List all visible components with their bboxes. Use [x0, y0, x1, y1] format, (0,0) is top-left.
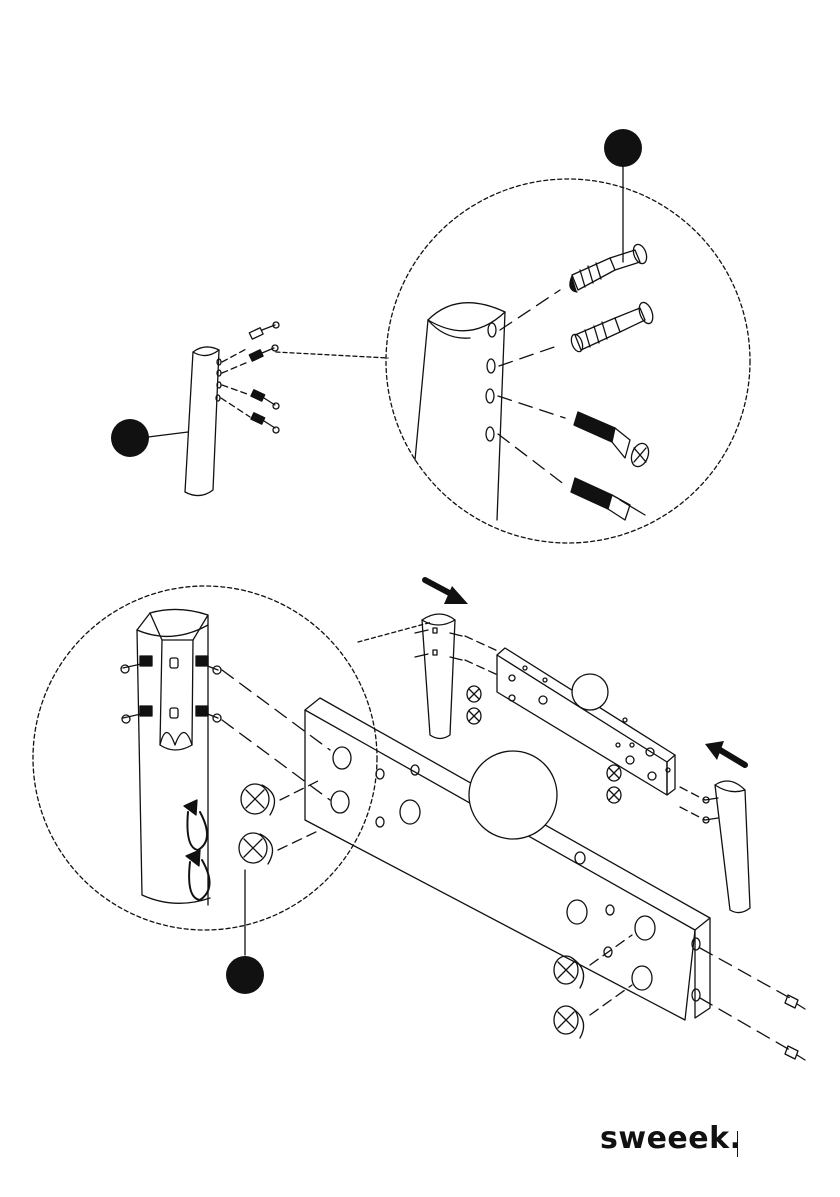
- rotate-arrow-icon: [186, 850, 210, 900]
- insert-arrow-icon: [705, 741, 745, 765]
- callout-bottom: [226, 870, 264, 994]
- cam-bolt-large: [571, 478, 645, 520]
- brand-divider: [737, 1131, 738, 1157]
- small-bolt: [251, 413, 279, 433]
- callout-left: [111, 419, 188, 457]
- cam-lock: [467, 708, 481, 724]
- leg-small-right: [680, 781, 750, 913]
- callout-top: [604, 129, 642, 262]
- small-bolt: [249, 322, 279, 339]
- small-bolt: [121, 656, 152, 673]
- cam-lock: [241, 784, 275, 815]
- cam-lock: [607, 787, 621, 803]
- cam-bolt-large: [570, 243, 649, 292]
- cam-lock: [554, 1006, 584, 1038]
- cam-lock: [607, 765, 621, 781]
- leg-small-bottom: [415, 614, 500, 739]
- cam-bolt-large: [569, 301, 655, 354]
- small-bolt: [249, 345, 278, 361]
- zoom-detail-circle-bottom: [33, 586, 377, 930]
- small-bolt: [122, 706, 152, 723]
- rail-board-large: [305, 698, 710, 1020]
- cam-lock: [239, 833, 273, 864]
- cam-lock: [554, 956, 584, 988]
- zoom-connector-line: [276, 352, 388, 358]
- rotate-arrow-icon: [184, 800, 207, 850]
- small-bolt: [251, 390, 279, 409]
- insert-arrow-icon: [425, 580, 468, 604]
- zoom-detail-circle-top: [386, 179, 750, 543]
- leg-with-bolts-small: [185, 322, 279, 496]
- brand-logo: sweeek.: [600, 1121, 741, 1156]
- cam-lock: [467, 686, 481, 702]
- cam-bolt-large: [574, 412, 652, 469]
